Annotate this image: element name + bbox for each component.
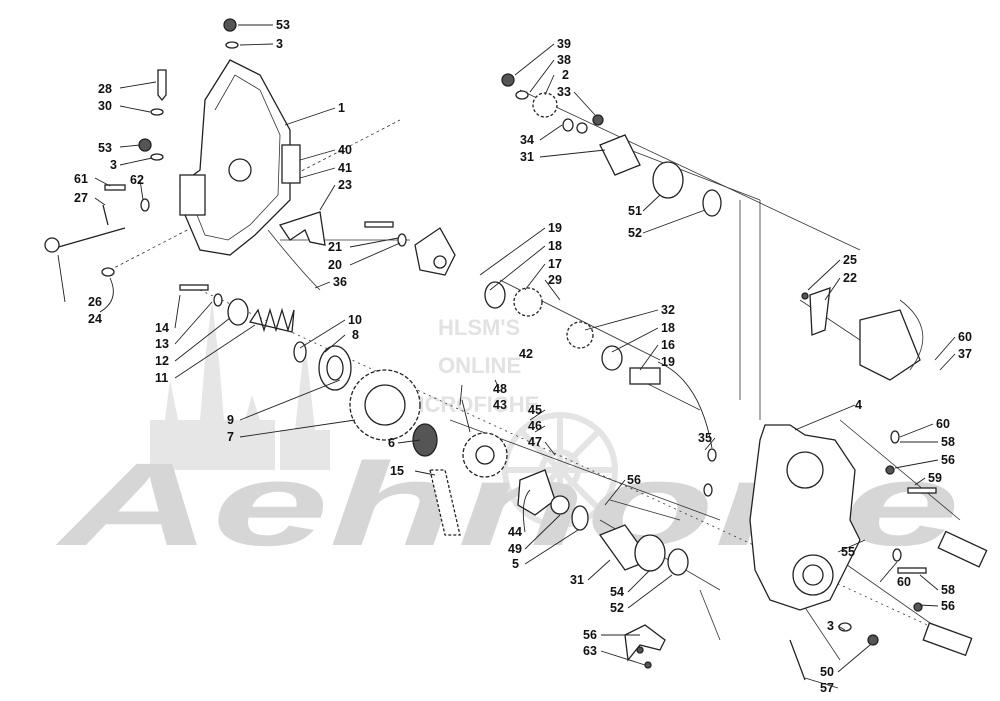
- watermark-line1: HLSM'S: [438, 315, 520, 340]
- callout-16: 16: [661, 338, 675, 352]
- callout-34: 34: [520, 133, 534, 147]
- callout-58: 58: [941, 435, 955, 449]
- callout-55: 55: [841, 545, 855, 559]
- callout-18b: 18: [661, 321, 675, 335]
- callout-31: 31: [520, 150, 534, 164]
- callout-18: 18: [548, 239, 562, 253]
- callout-2: 2: [562, 68, 569, 82]
- callout-48: 48: [493, 382, 507, 396]
- callout-44: 44: [508, 525, 522, 539]
- callout-28: 28: [98, 82, 112, 96]
- callout-59: 59: [928, 471, 942, 485]
- callout-52b: 52: [610, 601, 624, 615]
- callout-56d: 56: [583, 628, 597, 642]
- callout-62: 62: [130, 173, 144, 187]
- callout-19b: 19: [661, 355, 675, 369]
- callout-54: 54: [610, 585, 624, 599]
- callout-58b: 58: [941, 583, 955, 597]
- callout-7: 7: [227, 430, 234, 444]
- callout-53b: 53: [98, 141, 112, 155]
- callout-39: 39: [557, 37, 571, 51]
- parts: [44, 18, 988, 681]
- callout-60b: 60: [936, 417, 950, 431]
- callout-27: 27: [74, 191, 88, 205]
- leader-lines: [57, 24, 956, 689]
- callout-19: 19: [548, 221, 562, 235]
- callout-25: 25: [843, 253, 857, 267]
- callout-32: 32: [661, 303, 675, 317]
- callout-35: 35: [698, 431, 712, 445]
- callout-38: 38: [557, 53, 571, 67]
- watermark-church-skyline: [150, 300, 330, 470]
- callout-10: 10: [348, 313, 362, 327]
- callout-17: 17: [548, 257, 562, 271]
- chaincase-housing: [749, 424, 861, 611]
- callout-51: 51: [628, 204, 642, 218]
- callout-8: 8: [352, 328, 359, 342]
- callout-1: 1: [338, 101, 345, 115]
- callout-26: 26: [88, 295, 102, 309]
- callout-30: 30: [98, 99, 112, 113]
- watermark-line3: MICROFICHE: [400, 392, 539, 417]
- callout-21: 21: [328, 240, 342, 254]
- callout-56b: 56: [627, 473, 641, 487]
- callout-5: 5: [512, 557, 519, 571]
- callout-labels: 53 3 28 30 1 53 3 40 41 61 62 23 27 21 2…: [74, 18, 972, 695]
- callout-56: 56: [941, 453, 955, 467]
- callout-15: 15: [390, 464, 404, 478]
- callout-3c: 3: [827, 619, 834, 633]
- callout-43: 43: [493, 398, 507, 412]
- callout-9: 9: [227, 413, 234, 427]
- callout-33: 33: [557, 85, 571, 99]
- callout-22: 22: [843, 271, 857, 285]
- callout-49: 49: [508, 542, 522, 556]
- callout-61: 61: [74, 172, 88, 186]
- callout-31b: 31: [570, 573, 584, 587]
- callout-37: 37: [958, 347, 972, 361]
- callout-47: 47: [528, 435, 542, 449]
- callout-50: 50: [820, 665, 834, 679]
- callout-3: 3: [276, 37, 283, 51]
- callout-11: 11: [155, 371, 168, 385]
- callout-60: 60: [958, 330, 972, 344]
- callout-12: 12: [155, 354, 169, 368]
- callout-41: 41: [338, 161, 352, 175]
- callout-23: 23: [338, 178, 352, 192]
- callout-46: 46: [528, 419, 542, 433]
- callout-24: 24: [88, 312, 102, 326]
- callout-3b: 3: [110, 158, 117, 172]
- watermark-line2: ONLINE: [438, 353, 521, 378]
- callout-42: 42: [519, 347, 533, 361]
- callout-20: 20: [328, 258, 342, 272]
- callout-60c: 60: [897, 575, 911, 589]
- callout-4: 4: [855, 398, 862, 412]
- callout-57: 57: [820, 681, 834, 695]
- callout-36: 36: [333, 275, 347, 289]
- chaincase-cover: [179, 59, 291, 256]
- callout-56c: 56: [941, 599, 955, 613]
- callout-13: 13: [155, 337, 169, 351]
- callout-29: 29: [548, 273, 562, 287]
- callout-6: 6: [388, 436, 395, 450]
- callout-45: 45: [528, 403, 542, 417]
- callout-14: 14: [155, 321, 169, 335]
- callout-40: 40: [338, 143, 352, 157]
- callout-53: 53: [276, 18, 290, 32]
- callout-63: 63: [583, 644, 597, 658]
- callout-52: 52: [628, 226, 642, 240]
